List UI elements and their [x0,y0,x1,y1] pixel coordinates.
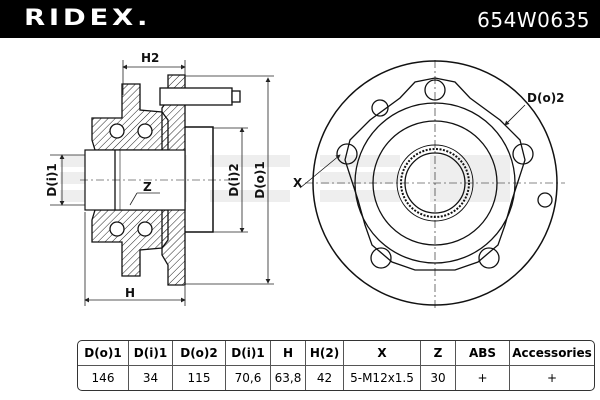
spec-value-row: 146 34 115 70,6 63,8 42 5-M12x1.5 30 + + [78,366,594,390]
value-cell: 5-M12x1.5 [344,366,421,390]
value-cell: 115 [173,366,226,390]
value-cell: 42 [306,366,344,390]
header-cell: Z [421,341,456,366]
bolt-holes [336,79,553,269]
value-cell: 70,6 [226,366,271,390]
hub-cup [185,126,214,233]
part-number: 654W0635 [477,8,590,32]
label-do1: D(o)1 [253,161,267,199]
header-cell: X [344,341,421,366]
header-cell: ABS [456,341,510,366]
side-view [80,74,241,286]
header-cell: D(i)1 [129,341,173,366]
value-cell: 34 [129,366,173,390]
label-x: X [293,176,303,190]
dimensions [50,60,274,306]
lower-bearing-housing [91,209,169,277]
label-di2: D(i)2 [227,163,241,196]
value-cell: + [546,371,558,385]
header-cell: D(i)1 [226,341,271,366]
front-view [299,60,565,310]
value-cell: + [456,366,510,390]
value-cell: 146 [78,366,129,390]
label-h: H [125,286,135,300]
header-bar: RIDEX. 654W0635 [0,0,600,38]
header-cell: Accessories [510,341,594,366]
technical-drawing: H2 H Z D(i)1 D(i)2 D(o)1 X D(o)2 [45,51,565,310]
label-h2: H2 [141,51,159,65]
spec-header-row: D(o)1 D(i)1 D(o)2 D(i)1 H H(2) X Z ABS A… [78,341,594,366]
label-di1: D(i)1 [45,163,59,196]
header-cell: H [271,341,306,366]
value-cell: 30 [421,366,456,390]
brand-logo: RIDEX. [24,6,152,31]
header-cell: D(o)1 [78,341,129,366]
header-cell: H(2) [306,341,344,366]
label-do2: D(o)2 [527,91,565,105]
wheel-bolt [159,87,233,106]
value-cell: 63,8 [271,366,306,390]
header-cell: D(o)2 [173,341,226,366]
upper-bearing-housing [91,83,169,151]
spec-table: D(o)1 D(i)1 D(o)2 D(i)1 H H(2) X Z ABS A… [77,340,595,391]
label-z: Z [143,180,152,194]
